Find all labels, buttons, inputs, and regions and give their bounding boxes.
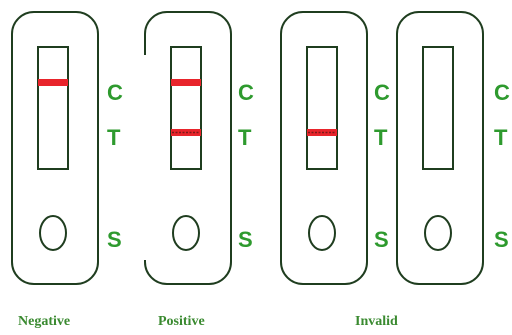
control-line (171, 79, 201, 86)
cassette-negative: C T S (11, 11, 123, 285)
control-zone-label: C (238, 80, 254, 105)
sample-well (39, 215, 67, 251)
result-window (170, 46, 202, 170)
result-window (37, 46, 69, 170)
result-window (422, 46, 454, 170)
cassette-invalid-test-only: C T S (280, 11, 390, 285)
test-zone-label: T (494, 125, 508, 150)
cassette-positive: C T S (141, 11, 254, 285)
sample-well (424, 215, 452, 251)
sample-well (308, 215, 336, 251)
test-zone-label: T (374, 125, 388, 150)
control-zone-label: C (374, 80, 390, 105)
result-window (306, 46, 338, 170)
caption-negative: Negative (18, 314, 71, 329)
cassette-edge-gap (141, 55, 149, 260)
caption-positive: Positive (158, 314, 205, 329)
control-zone-label: C (107, 80, 123, 105)
test-zone-label: T (107, 125, 121, 150)
sample-zone-label: S (238, 227, 253, 252)
caption-invalid: Invalid (355, 314, 398, 329)
sample-zone-label: S (107, 227, 122, 252)
test-zone-label: T (238, 125, 252, 150)
sample-well (172, 215, 200, 251)
sample-zone-label: S (494, 227, 509, 252)
control-zone-label: C (494, 80, 510, 105)
sample-zone-label: S (374, 227, 389, 252)
control-line (38, 79, 68, 86)
cassette-invalid-no-lines: C T S (396, 11, 510, 285)
